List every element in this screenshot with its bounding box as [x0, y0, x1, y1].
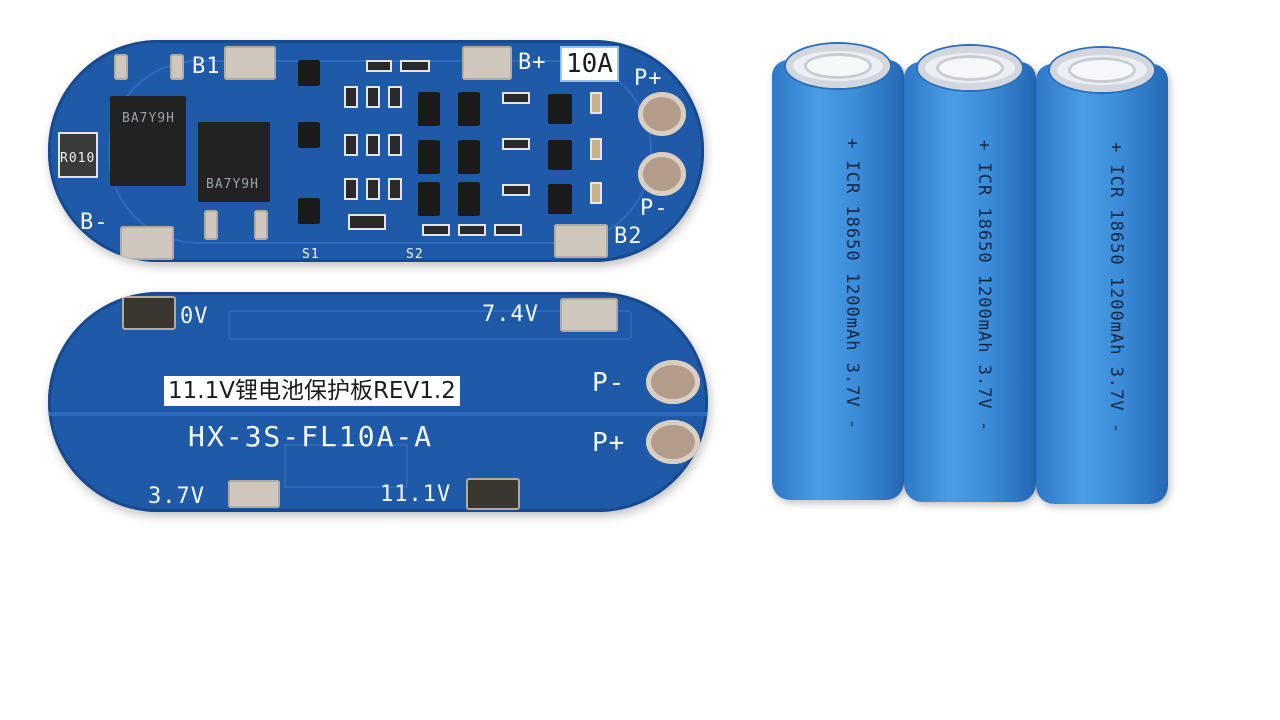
smd-resistor [400, 60, 430, 72]
protection-ic [418, 140, 440, 174]
board-model-label: HX-3S-FL10A-A [188, 420, 434, 453]
solder-pad-3-7v [228, 480, 280, 508]
smd-resistor [344, 86, 358, 108]
solder-ring-p-plus [638, 92, 686, 136]
protection-ic [418, 92, 440, 126]
sot-transistor [298, 60, 320, 86]
label-current-rating: 10A [560, 46, 619, 82]
protection-ic [458, 140, 480, 174]
smd-resistor [348, 214, 386, 230]
smd-resistor [366, 60, 392, 72]
pcb-trace [284, 444, 408, 488]
solder-pad-11-1v [466, 478, 520, 510]
pcb-trace [48, 412, 708, 416]
label-3-7v: 3.7V [148, 484, 205, 509]
battery-positive-cap [1050, 48, 1154, 92]
label-p-minus: P- [640, 196, 669, 221]
battery-cell-1: + ICR 18650 1200mAh 3.7V - [772, 40, 904, 510]
shunt-resistor-label: R010 [60, 151, 96, 166]
smd-resistor [366, 178, 380, 200]
battery-cell-3: + ICR 18650 1200mAh 3.7V - [1036, 44, 1168, 514]
mosfet-1 [110, 96, 186, 186]
smd-resistor [502, 92, 530, 104]
sot-transistor [298, 198, 320, 224]
sot-transistor [548, 94, 572, 124]
smd-resistor [344, 178, 358, 200]
smd-resistor [344, 134, 358, 156]
solder-ring-p-minus [638, 152, 686, 196]
label-0v: 0V [180, 304, 209, 329]
solder-pad-b-plus [462, 46, 512, 80]
sot-transistor [548, 140, 572, 170]
smd-capacitor [590, 138, 602, 160]
mosfet-lead [114, 54, 128, 80]
protection-ic [418, 182, 440, 216]
smd-resistor [388, 178, 402, 200]
solder-pad-b2 [554, 224, 608, 258]
label-b1: B1 [192, 54, 221, 79]
battery-wrap [904, 62, 1036, 502]
pcb-top-side: R010 BA7Y9H BA7Y9H B1 B+ 10A P+ P- B- B2… [48, 40, 704, 262]
battery-positive-cap [918, 46, 1022, 90]
label-s2: S2 [406, 247, 424, 262]
smd-capacitor [590, 182, 602, 204]
label-7-4v: 7.4V [482, 302, 539, 327]
solder-pad-b-minus [120, 226, 174, 260]
mosfet-lead [254, 210, 268, 240]
protection-ic [458, 92, 480, 126]
battery-wrap [772, 60, 904, 500]
battery-marking: + ICR 18650 1200mAh 3.7V - [842, 138, 862, 431]
label-p-minus: P- [592, 368, 626, 398]
protection-ic [458, 182, 480, 216]
smd-resistor [494, 224, 522, 236]
label-s1: S1 [302, 247, 320, 262]
smd-capacitor [590, 92, 602, 114]
battery-marking: + ICR 18650 1200mAh 3.7V - [974, 140, 994, 433]
label-b-plus: B+ [518, 50, 547, 75]
smd-resistor [366, 134, 380, 156]
smd-resistor [458, 224, 486, 236]
label-p-plus: P+ [634, 66, 663, 91]
pcb-bottom-side: 0V 7.4V 11.1V锂电池保护板REV1.2 HX-3S-FL10A-A … [48, 292, 708, 512]
label-p-plus: P+ [592, 428, 626, 458]
label-b-minus: B- [80, 210, 109, 235]
mosfet-1-label: BA7Y9H [122, 111, 175, 126]
solder-pad-7-4v [560, 298, 618, 332]
label-11-1v: 11.1V [380, 482, 452, 507]
smd-resistor [422, 224, 450, 236]
mosfet-lead [204, 210, 218, 240]
label-b2: B2 [614, 224, 643, 249]
solder-pad-0v [122, 296, 176, 330]
battery-positive-cap [786, 44, 890, 88]
battery-wrap [1036, 64, 1168, 504]
sot-transistor [548, 184, 572, 214]
smd-resistor [502, 184, 530, 196]
battery-marking: + ICR 18650 1200mAh 3.7V - [1106, 142, 1126, 435]
sot-transistor [298, 122, 320, 148]
smd-resistor [388, 86, 402, 108]
solder-ring-p-minus [646, 360, 700, 404]
solder-ring-p-plus [646, 420, 700, 464]
smd-resistor [502, 138, 530, 150]
board-title-label: 11.1V锂电池保护板REV1.2 [164, 376, 460, 406]
battery-cell-2: + ICR 18650 1200mAh 3.7V - [904, 42, 1036, 512]
smd-resistor [388, 134, 402, 156]
smd-resistor [366, 86, 380, 108]
solder-pad-b1 [224, 46, 276, 80]
pcb-trace [228, 310, 632, 340]
mosfet-2-label: BA7Y9H [206, 177, 259, 192]
mosfet-2 [198, 122, 270, 202]
mosfet-lead [170, 54, 184, 80]
shunt-resistor [58, 132, 98, 178]
